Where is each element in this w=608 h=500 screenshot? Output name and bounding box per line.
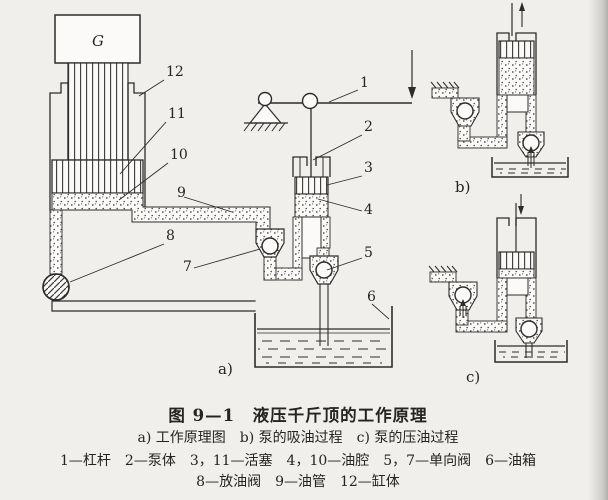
view-label-a: a)	[218, 360, 233, 378]
part-label-1: 1	[360, 75, 369, 91]
delivery-valve-b-ball	[456, 102, 474, 120]
cylinder-body-right-wall	[127, 82, 146, 211]
part-label-9: 9	[177, 185, 186, 201]
figure-title: 图 9—1 液压千斤顶的工作原理	[168, 406, 428, 425]
bottom-channel-b	[457, 136, 508, 149]
up-arrow-icon	[519, 2, 525, 11]
pump-suction-view: b)	[430, 2, 569, 196]
pump-delivery-view: c)	[428, 194, 568, 386]
part-label-10: 10	[170, 147, 188, 163]
down-arrow-icon	[518, 206, 524, 215]
tank-a-walls	[254, 306, 393, 368]
part-labels-a: 12 11 10 9 8 7 1 2 3 4 5 6 a)	[69, 64, 390, 378]
flow-up-arrow-c-icon	[460, 299, 466, 306]
force-arrow-down-icon	[408, 87, 416, 99]
oil-dashes-c	[499, 351, 565, 358]
tank-b-walls	[491, 157, 569, 178]
bore-b	[506, 94, 529, 113]
pump-assembly	[255, 156, 339, 346]
check-valve-5-ball	[315, 261, 333, 279]
part-label-12: 12	[166, 64, 184, 80]
part-label-4: 4	[364, 202, 373, 218]
figure-subtitle: a) 工作原理图 b) 泵的吸油过程 c) 泵的压油过程	[137, 430, 459, 446]
view-label-b: b)	[455, 178, 470, 196]
ground-hatching	[243, 122, 286, 132]
break-pipe-c	[429, 271, 457, 283]
leader-lines	[69, 79, 390, 320]
large-piston	[51, 159, 144, 194]
bottom-channel-c	[455, 320, 508, 333]
valve7-down-pipe	[263, 255, 277, 281]
lever-pin-joint	[301, 92, 319, 110]
flow-up-arrow-b-icon	[528, 146, 534, 153]
piston-b	[498, 40, 535, 59]
fixed-pivot-pin	[257, 91, 273, 107]
oil-dashes-a	[258, 340, 388, 364]
tank-c-walls	[494, 340, 568, 363]
left-oil-passage	[49, 209, 63, 275]
ram-plunger	[67, 62, 129, 161]
load-label: G	[92, 32, 104, 50]
figure-legend-line-2: 8—放油阀 9—油管 12—缸体	[196, 474, 400, 490]
cyl-b-right	[515, 32, 537, 95]
pump-oil-chamber	[294, 193, 329, 218]
oil-dashes-b	[496, 168, 566, 174]
oil-band-c	[498, 268, 535, 279]
drain-valve-hatch	[42, 273, 70, 301]
figure-legend-line-1: 1—杠杆 2—泵体 3，11—活塞 4，10—油腔 5，7—单向阀 6—油箱	[60, 453, 536, 469]
drain-pipe	[51, 300, 256, 312]
cyl-b-left	[496, 32, 510, 95]
scan-edge-shade	[588, 0, 608, 500]
suction-valve-c-ball	[520, 320, 538, 338]
valve5-connector	[316, 247, 330, 257]
bore-c	[506, 277, 529, 296]
check-valve-7-ball	[261, 237, 279, 255]
pump-right-wall	[320, 216, 331, 249]
part-label-2: 2	[364, 119, 373, 135]
break-pipe-b	[431, 87, 459, 99]
oil-tank-a	[254, 306, 393, 368]
cyl-c-left	[496, 217, 510, 278]
part-label-3: 3	[364, 160, 373, 176]
part-label-5: 5	[364, 245, 373, 261]
break-hatching-b	[430, 81, 460, 89]
part-label-11: 11	[168, 106, 186, 122]
part-label-6: 6	[367, 289, 376, 305]
cyl-c-right	[515, 217, 537, 278]
delivery-flow-streaks-c	[459, 304, 467, 318]
view-label-c: c)	[466, 368, 480, 386]
load-block	[54, 14, 141, 64]
cylinder-body-left-wall	[49, 82, 69, 211]
piston-c	[498, 251, 535, 270]
part-label-7: 7	[183, 259, 192, 275]
part-label-8: 8	[166, 228, 175, 244]
break-hatching-c	[428, 265, 458, 273]
oil-b	[498, 57, 535, 96]
suction-pipe	[319, 284, 329, 346]
lever-mechanism	[243, 50, 416, 177]
pump-piston	[294, 176, 329, 195]
